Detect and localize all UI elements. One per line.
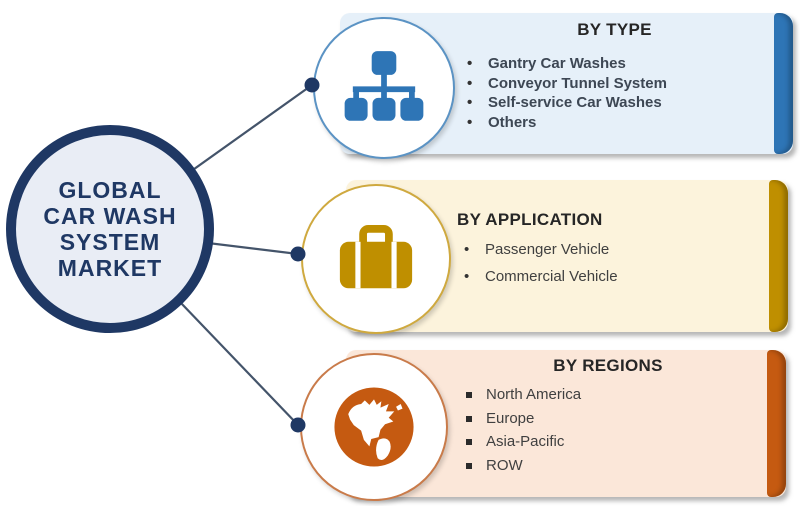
panel-by-application-accent-bar bbox=[769, 180, 788, 332]
panel-by-type-accent-bar bbox=[774, 13, 793, 154]
list-item: Self-service Car Washes bbox=[460, 93, 769, 113]
sitemap-icon bbox=[344, 51, 424, 121]
panel-by-regions-list: North America Europe Asia-Pacific ROW bbox=[458, 383, 758, 477]
list-item: Europe bbox=[458, 407, 758, 431]
panel-by-application-list: Passenger Vehicle Commercial Vehicle bbox=[457, 236, 760, 290]
market-center-circle: GLOBAL CAR WASH SYSTEM MARKET bbox=[6, 125, 214, 333]
list-item: Others bbox=[460, 113, 769, 133]
center-title-line: MARKET bbox=[57, 255, 163, 281]
by-type-icon-badge bbox=[313, 17, 455, 159]
list-item: Asia-Pacific bbox=[458, 430, 758, 454]
list-item: Commercial Vehicle bbox=[457, 263, 760, 290]
briefcase-icon bbox=[339, 225, 413, 289]
panel-by-type-list: Gantry Car Washes Conveyor Tunnel System… bbox=[460, 54, 769, 132]
panel-by-regions-title: BY REGIONS bbox=[553, 356, 663, 375]
list-item: Conveyor Tunnel System bbox=[460, 74, 769, 94]
center-title-line: CAR WASH bbox=[43, 203, 177, 229]
list-item: North America bbox=[458, 383, 758, 407]
panel-by-application-title: BY APPLICATION bbox=[457, 210, 603, 229]
center-title-line: SYSTEM bbox=[59, 229, 161, 255]
globe-icon bbox=[334, 387, 414, 467]
by-regions-icon-badge bbox=[300, 353, 448, 501]
center-title-line: GLOBAL bbox=[58, 177, 162, 203]
list-item: Passenger Vehicle bbox=[457, 236, 760, 263]
list-item: ROW bbox=[458, 454, 758, 478]
panel-by-type-title: BY TYPE bbox=[577, 20, 652, 39]
panel-by-regions-accent-bar bbox=[767, 350, 786, 497]
by-application-icon-badge bbox=[301, 184, 451, 334]
list-item: Gantry Car Washes bbox=[460, 54, 769, 74]
